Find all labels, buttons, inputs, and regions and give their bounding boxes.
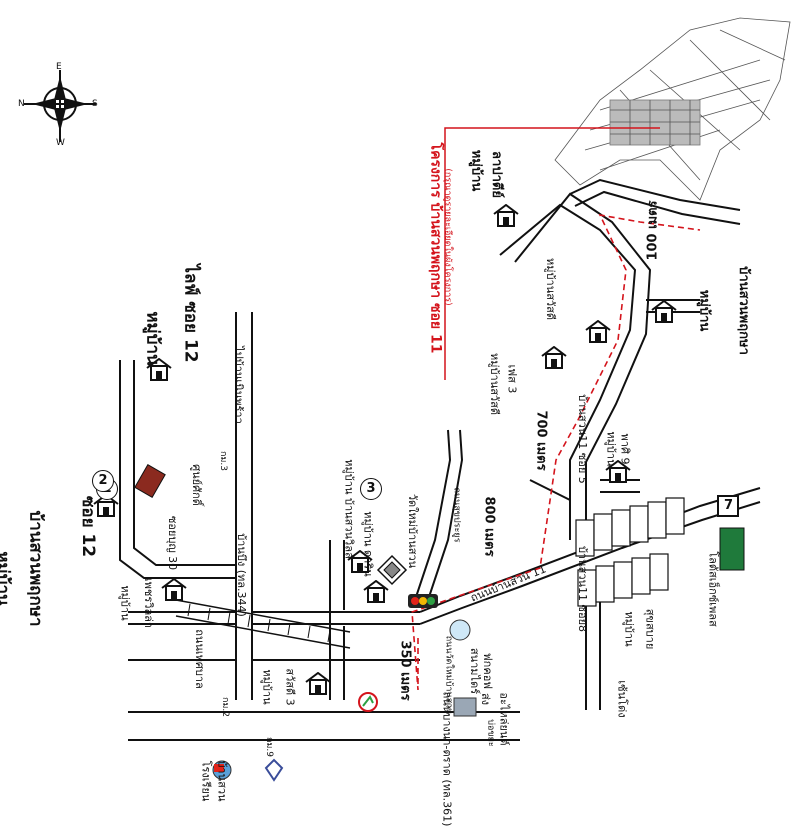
landmark-pump-2: ส่ง bbox=[479, 692, 493, 706]
village-sp12-2: บ้านสวนพฤกษา bbox=[25, 510, 46, 627]
distance-350: 350 เมตร bbox=[397, 640, 413, 701]
project-pointer-line bbox=[444, 127, 660, 380]
house-icon bbox=[541, 346, 567, 369]
building-icon bbox=[453, 697, 477, 717]
road-soi5: บ้านสวน11 ซอย 5 bbox=[575, 394, 589, 484]
road-to-ban: ไปบ้านเนินพร้าว bbox=[231, 346, 245, 424]
landmark-pttmark: บ่อขยะ bbox=[485, 719, 496, 747]
marker-3: 3 bbox=[360, 478, 382, 500]
village-phetch-1: หมู่บ้าน bbox=[118, 585, 132, 621]
village-pakdee9-2: พาศิ 9 bbox=[618, 433, 632, 465]
road-salaya: ถนนวัดใหม่บ้านสวน bbox=[443, 635, 454, 715]
landmark-seven: 7 bbox=[724, 498, 734, 513]
house-icon bbox=[146, 358, 172, 381]
compass-s: S bbox=[92, 99, 98, 109]
road-km3: กม.3 bbox=[217, 451, 228, 471]
lotus-icon bbox=[719, 527, 745, 571]
landmark-park-2: ฟกคอฟ bbox=[481, 652, 495, 690]
village-life12-1: หมู่บ้าน bbox=[142, 311, 163, 366]
landmark-wat: วัดใหม่บ้านสวน bbox=[406, 493, 420, 569]
road-sukhumvit: ถนนเทศบาล bbox=[192, 629, 206, 689]
park-icon bbox=[449, 619, 471, 641]
distance-700: 700 เมตร bbox=[533, 410, 549, 471]
road-bansuan11-soi8: บ้านสวน11 ซอย8 bbox=[576, 545, 590, 633]
house-icon bbox=[161, 578, 187, 601]
village-life12-2: ไลฟ์ ซอย 12 bbox=[180, 264, 201, 363]
distance-800: 800 เมตร bbox=[481, 496, 497, 557]
village-spe-1: หมู่บ้าน bbox=[696, 289, 712, 332]
village-lapathip-2: ลาปาตีย์ bbox=[488, 151, 504, 198]
village-suanwilla: หมู่บ้าน บ้านสวนวิลล์ bbox=[342, 459, 356, 559]
landmark-lotus: โลตัสเอ็กซ์เพลส bbox=[706, 551, 720, 627]
house-icon bbox=[363, 580, 389, 603]
distance-100: 100 เมตร bbox=[645, 200, 661, 261]
temple-icon bbox=[376, 554, 408, 586]
road-km2: กม.2 bbox=[219, 697, 230, 717]
village-phetch-2: เพชรวิลล่า bbox=[142, 577, 156, 629]
no-entry-icon bbox=[358, 692, 378, 712]
village-spe-2: บ้านสวนพฤกษา bbox=[735, 266, 751, 355]
route-line bbox=[411, 213, 701, 691]
project-subtitle: (กรุณาดูรายละเอียดในผังโครงการ) bbox=[442, 168, 453, 306]
compass-rose bbox=[24, 70, 96, 142]
railway bbox=[175, 599, 351, 649]
market-icon bbox=[134, 464, 166, 498]
road-phanat: ถนนสุขประยูร bbox=[451, 487, 462, 543]
village-sawasdee3b-2: สวัสดี 3 bbox=[283, 668, 297, 706]
village-saengsawan-1: หมู่บ้าน bbox=[622, 611, 636, 647]
traffic-light-icon bbox=[408, 594, 438, 608]
house-icon bbox=[605, 460, 631, 483]
house-icon bbox=[651, 300, 677, 323]
house-icon bbox=[585, 320, 611, 343]
compass-w: W bbox=[56, 138, 65, 148]
compass-n: N bbox=[18, 99, 25, 109]
house-icon bbox=[305, 672, 331, 695]
village-saengsawan-2: สุขสบาย bbox=[643, 608, 657, 650]
village-lapathip-1: หมู่บ้าน bbox=[468, 149, 484, 192]
landmark-school-2: บ้านสวน bbox=[215, 760, 229, 802]
village-sawasdee3b-1: หมู่บ้าน bbox=[260, 669, 274, 705]
school-icon bbox=[212, 760, 232, 780]
road-km9: กม.9 bbox=[263, 737, 274, 757]
village-sawasdee3-2: เฟส 3 bbox=[505, 364, 519, 394]
marker-2: 2 bbox=[92, 470, 114, 492]
village-sawasdee3-1: หมู่บ้านสวัสดี bbox=[487, 353, 501, 415]
road-banbung: บ้านบึง (ทล.344) bbox=[234, 533, 248, 617]
village-sp12-1: หมู่บ้าน bbox=[0, 551, 13, 606]
house-icon bbox=[493, 204, 519, 227]
map-canvas bbox=[24, 17, 791, 782]
compass-e: E bbox=[56, 62, 62, 72]
village-tarin: หมู่บ้าน ดาริน bbox=[361, 511, 375, 577]
road-soi30: ซอยบุญ 30 bbox=[166, 515, 180, 571]
project-site-plan bbox=[554, 17, 791, 201]
house-icon bbox=[347, 550, 373, 573]
temple-logo-icon bbox=[264, 758, 284, 782]
village-sawasdee: หมู่บ้านสวัสดี bbox=[543, 258, 557, 320]
landmark-sombat: ศูนย์ศักดิ์ bbox=[189, 464, 203, 506]
village-sp12-3: ซอย 12 bbox=[78, 495, 99, 558]
landmark-sattahip: เซ้นโด่ง bbox=[615, 680, 629, 718]
road-network bbox=[119, 178, 761, 741]
row-houses bbox=[575, 497, 685, 607]
seven-eleven-icon bbox=[717, 495, 739, 517]
